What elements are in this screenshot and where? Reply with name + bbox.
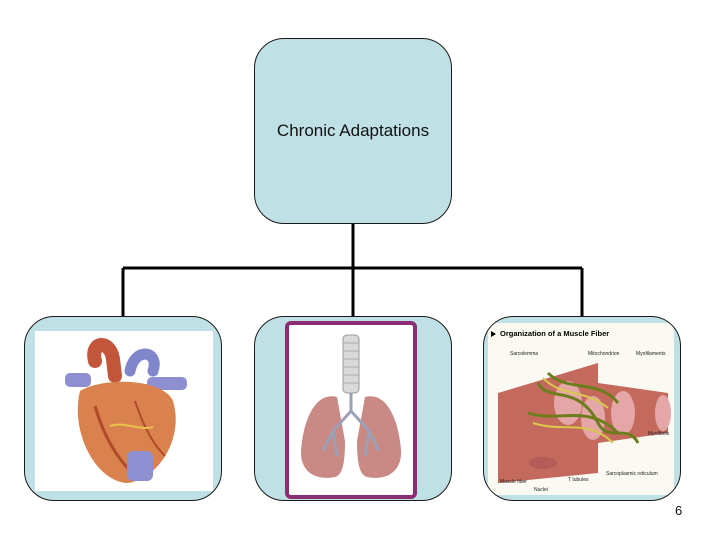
page-number: 6 (675, 503, 683, 518)
label-myofilaments: Myofilaments (636, 351, 666, 357)
label-sarcoplasmic: Sarcoplasmic reticulum (606, 471, 658, 477)
label-t-tubules: T tubules (568, 477, 589, 483)
root-node: Chronic Adaptations (254, 38, 452, 224)
label-sarcolemma: Sarcolemma (510, 351, 538, 357)
child-node-heart (24, 316, 222, 501)
child-node-lungs (254, 316, 452, 501)
muscle-fiber-title: Organization of a Muscle Fiber (500, 329, 609, 338)
label-mitochondrion: Mitochondrion (588, 351, 620, 357)
lungs-illustration (285, 321, 417, 499)
label-nuclei: Nuclei (534, 487, 548, 493)
root-label: Chronic Adaptations (276, 121, 430, 140)
muscle-fiber-illustration: Organization of a Muscle Fiber Sarcolemm… (488, 323, 674, 495)
heart-illustration (35, 331, 213, 491)
label-muscle-fiber: Muscle fiber (500, 479, 527, 485)
label-myofibrils: Myofibrils (648, 431, 670, 437)
child-node-muscle-fiber: Organization of a Muscle Fiber Sarcolemm… (483, 316, 681, 501)
